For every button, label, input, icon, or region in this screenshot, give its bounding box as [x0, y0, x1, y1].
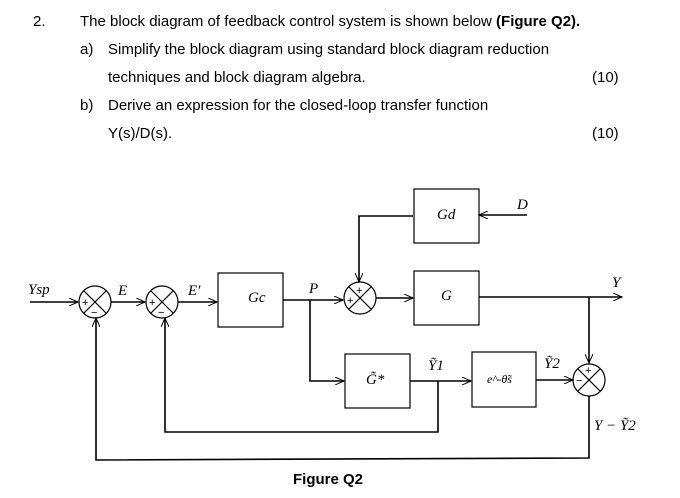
figure-caption: Figure Q2 [293, 471, 364, 488]
svg-text:+: + [149, 297, 155, 309]
sum-junction-3 [343, 281, 377, 315]
gstar-block [344, 353, 411, 409]
outer-feedback-line [96, 318, 590, 461]
sum-junction-2 [145, 285, 179, 319]
part-b-marks: (10) [592, 125, 619, 142]
part-b-line2: Y(s)/D(s). [108, 125, 173, 142]
part-b-line1: Derive an expression for the closed-loop… [108, 97, 489, 114]
gd-label: Gd [437, 207, 456, 223]
svg-text:−: − [158, 307, 164, 319]
gc-label: Gc [248, 290, 266, 306]
eprime-label: E′ [188, 283, 201, 299]
svg-text:+: + [585, 365, 591, 377]
y-label: Y [612, 275, 621, 291]
y2-label: Ỹ2 [544, 356, 560, 372]
question-number: 2. [33, 13, 46, 30]
g-label: G [441, 288, 452, 304]
ysp-label: Ysp [28, 282, 50, 298]
delay-block [471, 351, 537, 408]
intro-figure-ref: (Figure Q2). [496, 13, 581, 30]
inner-feedback-line [165, 318, 439, 433]
y1-label: Ỹ1 [428, 358, 444, 374]
e-label: E [118, 283, 128, 299]
svg-text:+: + [347, 295, 353, 307]
gd-block [413, 188, 480, 244]
delay-label: e^-θ̃s [487, 372, 512, 386]
question-intro: The block diagram of feedback control sy… [80, 13, 580, 30]
sum-junction-4 [572, 363, 606, 397]
intro-text: The block diagram of feedback control sy… [80, 13, 497, 30]
g-block [413, 270, 480, 326]
d-label: D [517, 197, 528, 213]
svg-text:−: − [91, 307, 97, 319]
gstar-label: G̃* [366, 372, 385, 388]
part-a-label: a) [80, 41, 94, 58]
part-a-marks: (10) [592, 69, 619, 86]
part-a-line1: Simplify the block diagram using standar… [108, 41, 550, 58]
part-a-line2: techniques and block diagram algebra. [108, 69, 366, 86]
gd-out-line [359, 215, 413, 282]
error-label: Y − Ỹ2 [594, 418, 636, 434]
svg-text:+: + [82, 297, 88, 309]
sum-junction-1 [78, 285, 112, 319]
p-label: P [309, 281, 319, 297]
svg-text:+: + [356, 285, 362, 297]
p-branch-line [309, 300, 344, 381]
part-b-label: b) [80, 97, 94, 114]
svg-text:−: − [576, 375, 582, 387]
gc-block [217, 272, 284, 328]
